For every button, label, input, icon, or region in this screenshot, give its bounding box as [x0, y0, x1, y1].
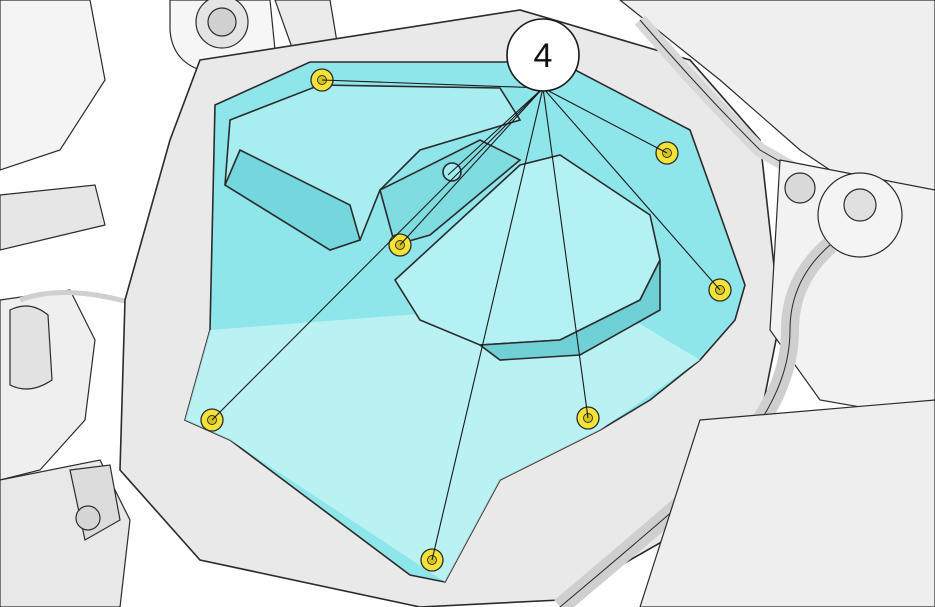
cover-right-block-side — [477, 259, 661, 361]
leader-line-5 — [211, 87, 544, 421]
callout: 4 — [506, 18, 580, 92]
left-hose — [19, 290, 201, 313]
leader-line-7 — [431, 87, 544, 561]
cover-center-channel — [379, 139, 522, 246]
cover-left-block-side — [223, 148, 361, 251]
callout-circle — [506, 18, 580, 92]
leader-line-3 — [399, 87, 544, 246]
right-eyelet-inner — [843, 188, 877, 222]
leader-line-2 — [542, 87, 668, 154]
right-nut — [784, 172, 816, 204]
leader-line-8 — [447, 87, 544, 176]
leader-line-6 — [542, 87, 589, 419]
right-cable-bundle-outline — [639, 19, 935, 251]
left-cap — [9, 305, 53, 390]
lower-left-bolt-head — [75, 505, 101, 531]
callout-number: 4 — [534, 37, 553, 75]
cover-lower-highlight — [185, 300, 700, 582]
highlighted-cover — [184, 61, 746, 583]
top-reservoir-cap-inner — [207, 7, 237, 37]
lower-right-floor — [639, 399, 935, 607]
left-panel — [0, 0, 106, 171]
left-bracket — [0, 184, 106, 251]
leader-line-group — [211, 79, 721, 561]
leader-line-1 — [321, 79, 544, 89]
leader-line-4 — [542, 87, 721, 291]
